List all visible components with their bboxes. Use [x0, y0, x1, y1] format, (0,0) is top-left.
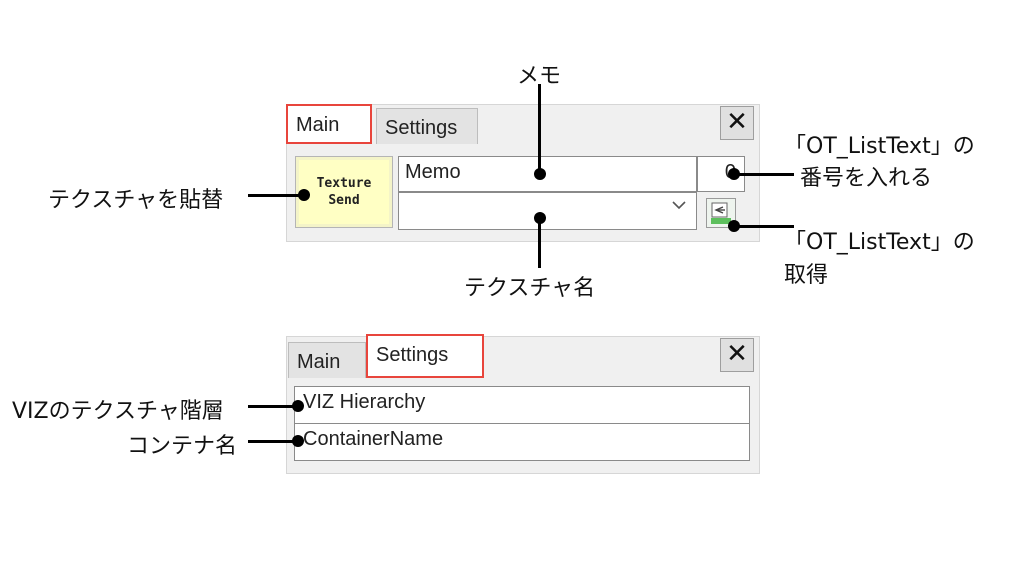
texture-send-button[interactable]: Texture Send: [295, 156, 393, 228]
annotation-viz-hierarchy: VIZのテクスチャ階層: [12, 399, 224, 424]
texture-name-pointer-dot: [534, 212, 546, 224]
close-icon: ✕: [726, 339, 748, 369]
close-button[interactable]: ✕: [720, 106, 754, 140]
close-button[interactable]: ✕: [720, 338, 754, 372]
texture-send-label-line1: Texture: [316, 176, 372, 191]
viz-hierarchy-input[interactable]: VIZ Hierarchy: [294, 386, 750, 424]
tab-settings[interactable]: Settings: [376, 108, 478, 144]
annotation-container-name: コンテナ名: [127, 434, 238, 459]
close-icon: ✕: [726, 107, 748, 137]
texture-name-select[interactable]: [398, 192, 697, 230]
tab-settings[interactable]: Settings: [366, 334, 484, 378]
container-name-pointer-dot: [292, 435, 304, 447]
chevron-down-icon: [670, 196, 688, 219]
annotation-number-line2: 番号を入れる: [800, 166, 933, 191]
list-import-icon: [709, 201, 733, 229]
number-pointer-line: [734, 173, 794, 176]
texture-send-label-line2: Send: [328, 193, 360, 208]
annotation-texture-name: テクスチャ名: [464, 276, 596, 301]
get-pointer-dot: [728, 220, 740, 232]
annotation-texture-send: テクスチャを貼替: [48, 188, 224, 213]
container-name-input[interactable]: ContainerName: [294, 423, 750, 461]
annotation-get-line1: 「OT_ListText」の: [784, 230, 975, 255]
number-pointer-dot: [728, 168, 740, 180]
memo-pointer-dot: [534, 168, 546, 180]
tab-main[interactable]: Main: [288, 342, 366, 378]
texture-send-pointer-dot: [298, 189, 310, 201]
viz-hierarchy-pointer-dot: [292, 400, 304, 412]
annotation-get-line2: 取得: [784, 263, 829, 288]
container-name-pointer-line: [248, 440, 298, 443]
get-pointer-line: [734, 225, 794, 228]
memo-input[interactable]: Memo: [398, 156, 697, 192]
annotation-number-line1: 「OT_ListText」の: [784, 134, 975, 159]
viz-hierarchy-pointer-line: [248, 405, 298, 408]
tab-main[interactable]: Main: [286, 104, 372, 144]
memo-pointer-line: [538, 84, 541, 174]
texture-name-pointer-line: [538, 218, 541, 268]
texture-send-pointer-line: [248, 194, 304, 197]
